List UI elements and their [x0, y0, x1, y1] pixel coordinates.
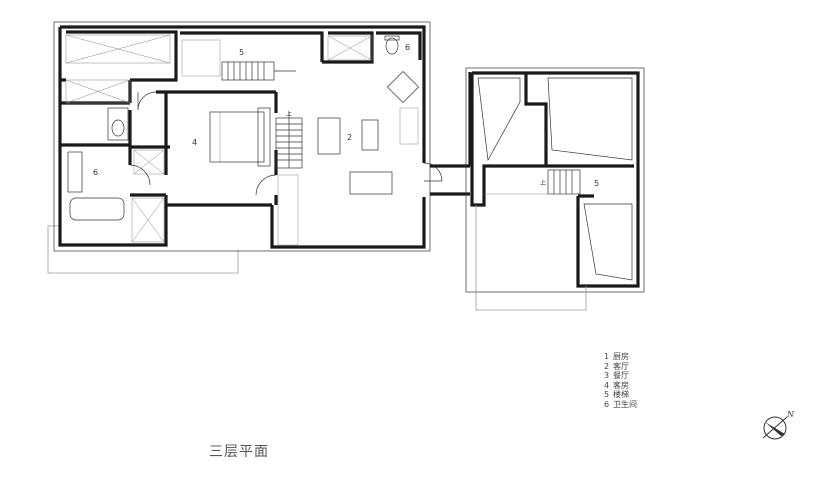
- terrace-outline-left: [47, 225, 239, 274]
- shower: [131, 197, 165, 243]
- bath-fixtures-left: [67, 107, 129, 221]
- kitchen-counter: [277, 174, 299, 246]
- label-bath-top: 6: [405, 43, 410, 52]
- storage-right: [327, 35, 373, 61]
- annex-outer: [465, 67, 645, 293]
- corridor: [430, 72, 472, 196]
- label-stair-main: 5: [239, 48, 244, 57]
- stair-up-mark-2: 上: [540, 179, 546, 187]
- stair-annex: [484, 169, 581, 195]
- toilet-top: [384, 35, 400, 55]
- bed: [209, 107, 271, 167]
- storage-left: [65, 34, 171, 64]
- label-living: 2: [347, 133, 352, 142]
- north-arrow-icon: N: [762, 410, 795, 440]
- closet: [133, 149, 165, 175]
- label-guest-room: 4: [192, 138, 197, 147]
- storage-bath: [65, 79, 131, 104]
- terrace-outline-right: [475, 205, 587, 311]
- label-stair-annex: 5: [594, 179, 599, 188]
- floor-title: 三层平面: [209, 444, 269, 460]
- north-label: N: [786, 410, 795, 419]
- label-bath-left: 6: [93, 168, 98, 177]
- doors: [129, 91, 443, 196]
- outer-wall-main: [53, 21, 431, 252]
- annex-walls: [470, 71, 640, 288]
- annex-slopes: [477, 77, 633, 281]
- stair-main: [221, 61, 303, 169]
- living-furniture: [317, 70, 420, 195]
- stair-up-mark-1: 上: [286, 110, 292, 118]
